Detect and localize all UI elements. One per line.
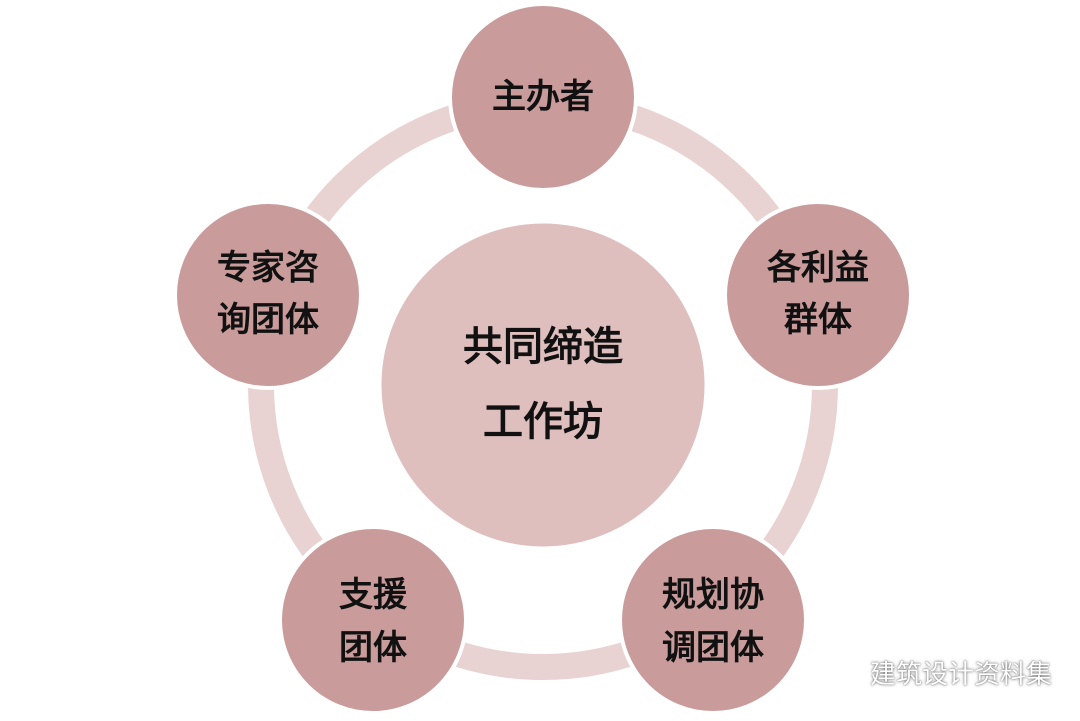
node-organizer-label: 主办者 [492, 77, 594, 117]
node-experts-label-line-1: 专家咨 [217, 248, 319, 288]
node-stakeholders-label-line-2: 群体 [784, 300, 852, 340]
node-planning: 规划协 调团体 [618, 525, 808, 715]
wechat-icon [828, 658, 864, 688]
node-support-label-line-1: 支援 [339, 575, 408, 615]
node-planning-circle [618, 525, 808, 715]
watermark: 建筑设计资料集 [828, 654, 1052, 691]
node-support-label-line-2: 团体 [339, 628, 407, 668]
watermark-text: 建筑设计资料集 [869, 660, 1052, 690]
node-experts: 专家咨 询团体 [173, 200, 363, 390]
node-experts-circle [173, 200, 363, 390]
node-stakeholders-label-line-1: 各利益 [767, 248, 869, 288]
node-stakeholders-circle [723, 200, 913, 390]
center-node: 共同缔造 工作坊 [378, 220, 708, 550]
center-circle [378, 220, 708, 550]
node-organizer-circle [448, 2, 638, 192]
node-support: 支援 团体 [278, 525, 468, 715]
node-stakeholders: 各利益 群体 [723, 200, 913, 390]
node-planning-label-line-2: 调团体 [662, 628, 764, 668]
node-experts-label-line-2: 询团体 [217, 300, 319, 340]
node-support-circle [278, 525, 468, 715]
node-planning-label-line-1: 规划协 [662, 575, 764, 615]
center-label-line-2: 工作坊 [483, 398, 603, 445]
center-label-line-1: 共同缔造 [463, 323, 623, 370]
node-organizer: 主办者 [448, 2, 638, 192]
